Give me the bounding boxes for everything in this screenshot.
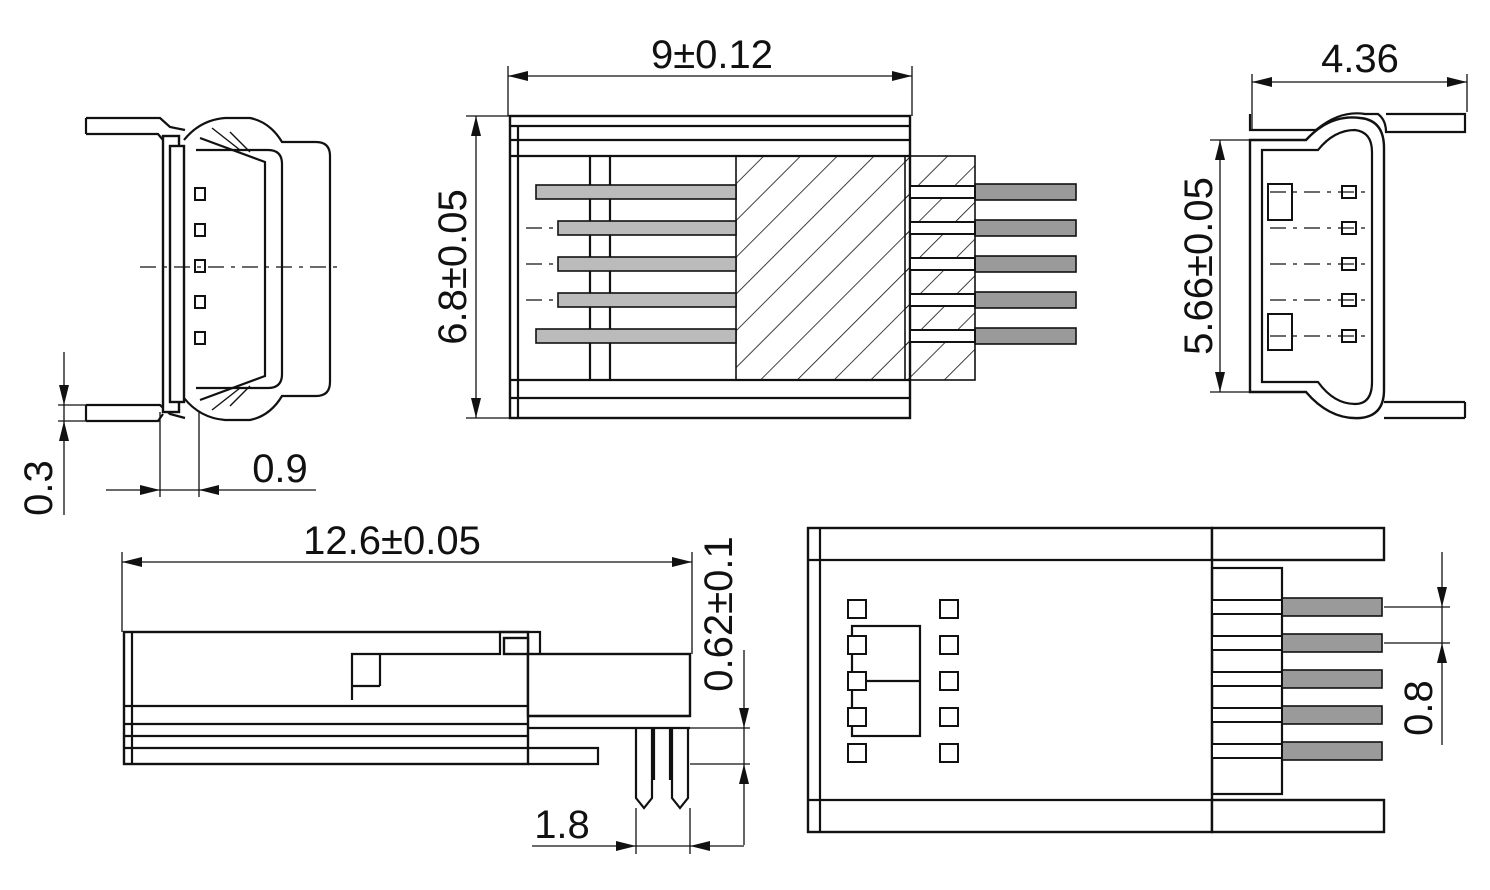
dim-side-gap: 0.3 [17,460,61,516]
dim-top-width: 9±0.12 [651,33,773,77]
dim-top-height: 6.8±0.05 [431,189,475,344]
top-view [466,66,1077,420]
dim-lead-height: 0.62±0.1 [697,536,741,691]
dim-side-tab: 0.9 [252,447,308,491]
dim-overall-length: 12.6±0.05 [303,519,481,563]
bottom-view [806,526,1450,834]
dim-lead-length: 1.8 [534,803,590,847]
right-end-view [1210,74,1468,420]
dim-end-height: 5.66±0.05 [1177,177,1221,355]
dim-end-width: 4.36 [1321,37,1399,81]
left-end-view [58,116,340,515]
side-view [121,552,750,854]
dim-pitch: 0.8 [1397,680,1441,736]
